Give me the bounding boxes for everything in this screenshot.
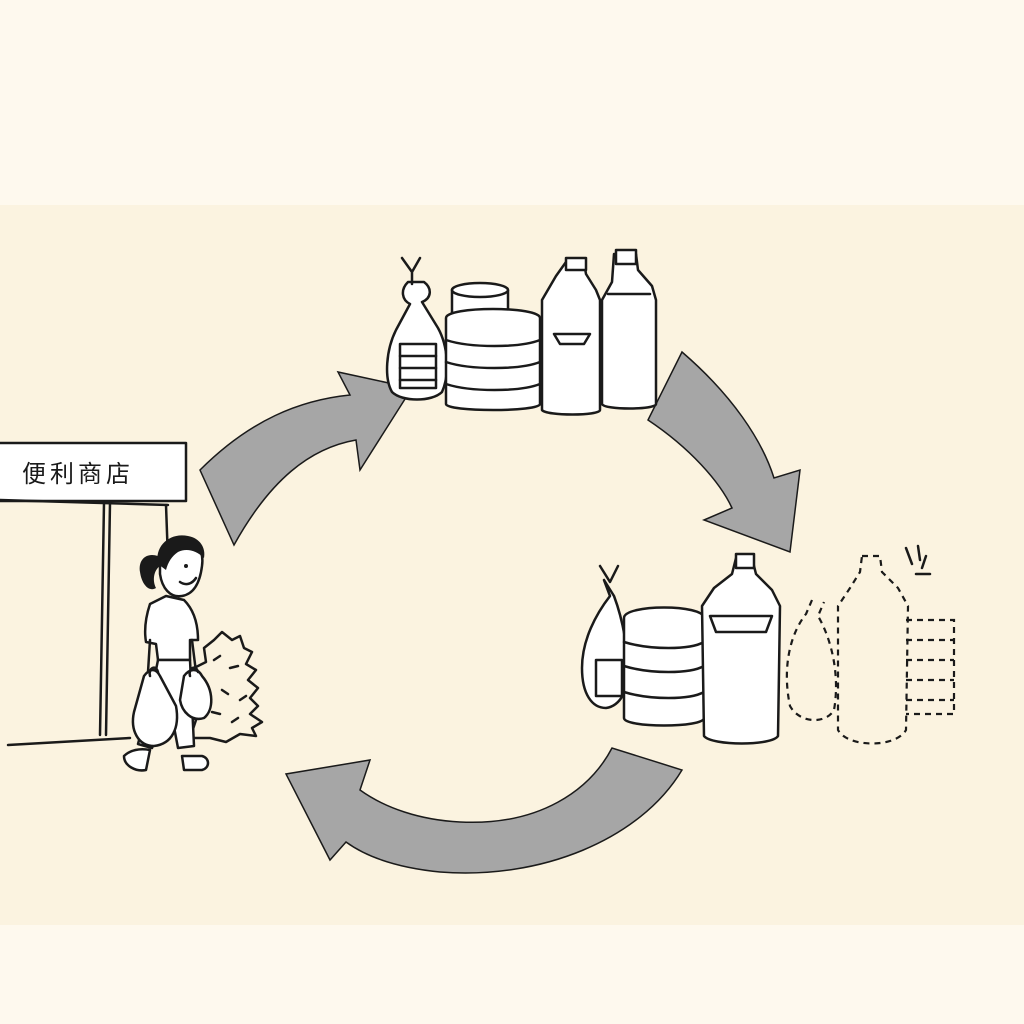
cycle-arrow-up-right xyxy=(199,370,414,547)
used-containers-outline xyxy=(906,618,956,716)
jug-bottle-icon xyxy=(540,260,602,416)
store-floor-line xyxy=(6,736,132,747)
shopping-bag-icon xyxy=(131,668,179,748)
sparkle-icon xyxy=(904,544,932,576)
store-sign-text: 便利商店 xyxy=(22,460,134,488)
product-group-full xyxy=(385,248,658,416)
shopping-bags xyxy=(131,666,213,748)
stacked-containers-icon xyxy=(622,606,706,727)
store-door-frame xyxy=(98,501,106,737)
cycle-arrow-down-right xyxy=(647,350,801,554)
store-sign-board xyxy=(0,441,188,503)
bush-texture xyxy=(210,654,248,724)
girl-ponytail xyxy=(139,554,160,590)
product-group-remaining xyxy=(580,544,956,745)
girl-shirt xyxy=(143,594,200,662)
bottle-icon xyxy=(600,252,658,410)
cycle-arrow-bottom-left xyxy=(284,747,684,874)
girl-hair xyxy=(157,535,205,570)
used-bottle-outline xyxy=(836,554,910,745)
stacked-containers-icon xyxy=(444,307,542,412)
bottle-icon xyxy=(700,556,782,745)
shopping-bag-icon xyxy=(178,668,213,721)
used-bag-outline xyxy=(785,599,838,722)
